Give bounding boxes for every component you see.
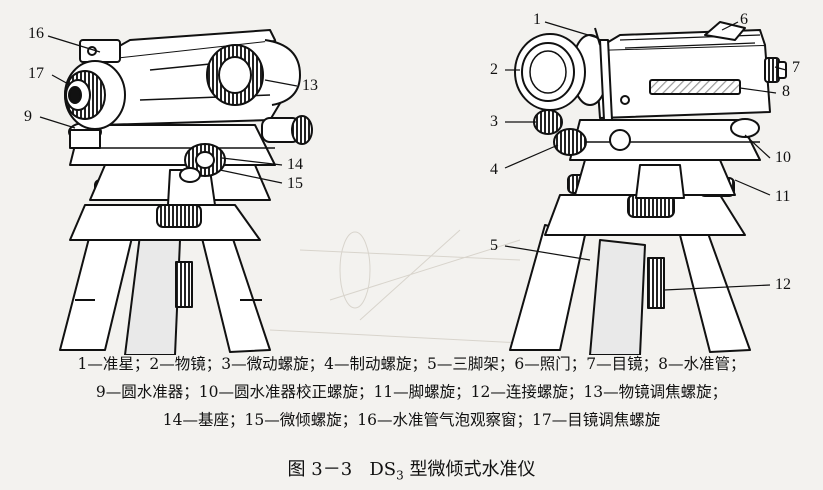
left-eyepiece bbox=[64, 60, 126, 130]
callout-9: 9 bbox=[24, 108, 32, 125]
legend-line-1: 1—准星；2—物镜；3—微动螺旋；4—制动螺旋；5—三脚架；6—照门；7—目镜；… bbox=[77, 355, 746, 373]
callout-12: 12 bbox=[775, 276, 791, 293]
right-connecting-screw bbox=[647, 257, 665, 309]
callout-2: 2 bbox=[490, 61, 498, 78]
legend-line-3: 14—基座；15—微倾螺旋；16—水准管气泡观察窗；17—目镜调焦螺旋 bbox=[162, 411, 661, 429]
right-level-tube bbox=[649, 79, 741, 95]
caption-number: 图 3－3 bbox=[287, 459, 353, 480]
callout-7: 7 bbox=[792, 59, 800, 76]
right-fine-screw bbox=[533, 109, 563, 135]
left-connecting-screw bbox=[175, 261, 193, 308]
left-instrument bbox=[59, 29, 313, 355]
right-rear-sight bbox=[704, 21, 746, 41]
level-instrument-illustration bbox=[39, 21, 787, 355]
callout-11: 11 bbox=[775, 188, 791, 205]
left-tripod-legs bbox=[59, 214, 271, 355]
figure-caption: 图 3－3 DS3 型微倾式水准仪 bbox=[0, 455, 823, 483]
right-tripod-legs bbox=[509, 224, 751, 355]
legend-line-2: 9—圆水准器；10—圆水准器校正螺旋；11—脚螺旋；12—连接螺旋；13—物镜调… bbox=[95, 383, 728, 401]
caption-title: 型微倾式水准仪 bbox=[409, 459, 536, 480]
left-objective-focus bbox=[206, 44, 264, 106]
right-instrument bbox=[509, 21, 787, 355]
caption-model-sub: 3 bbox=[396, 468, 404, 483]
callout-17: 17 bbox=[28, 65, 44, 82]
callout-4: 4 bbox=[490, 161, 498, 178]
right-eyepiece bbox=[764, 57, 787, 83]
callout-5: 5 bbox=[490, 237, 498, 254]
callout-3: 3 bbox=[490, 113, 498, 130]
callout-10: 10 bbox=[775, 149, 791, 166]
right-objective bbox=[514, 33, 609, 111]
right-circular-level bbox=[730, 118, 760, 138]
callout-8: 8 bbox=[782, 83, 790, 100]
callout-13: 13 bbox=[302, 77, 318, 94]
caption-model: DS bbox=[369, 459, 397, 480]
left-foot-screw-b bbox=[156, 204, 202, 228]
right-clamp-screw bbox=[553, 128, 587, 156]
callout-15: 15 bbox=[287, 175, 303, 192]
callout-6: 6 bbox=[740, 11, 748, 28]
left-bubble-window bbox=[79, 39, 121, 63]
callout-16: 16 bbox=[28, 25, 44, 42]
callout-14: 14 bbox=[287, 156, 303, 173]
callout-1: 1 bbox=[533, 11, 541, 28]
